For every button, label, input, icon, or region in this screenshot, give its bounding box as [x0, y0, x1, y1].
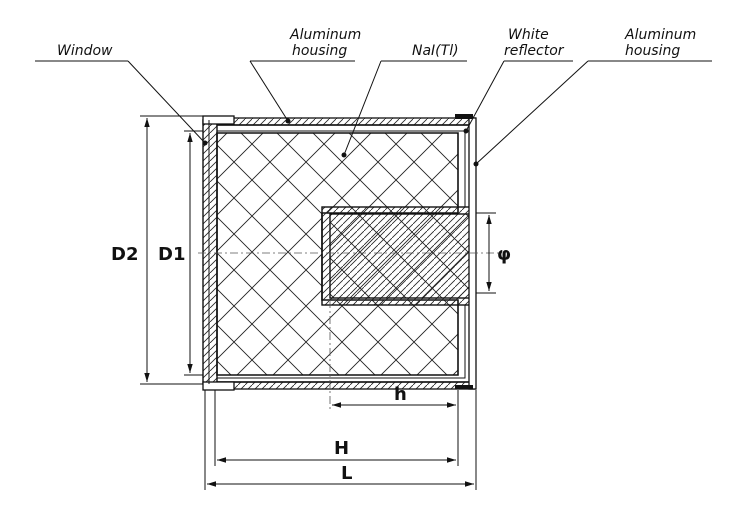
d2-label: D2: [111, 244, 138, 265]
window: [202, 115, 235, 391]
callout-aluminum-housing-right-2: housing: [625, 43, 680, 59]
callout-aluminum-housing-right-1: Aluminum: [624, 27, 696, 43]
callout-nai-tl: NaI(Tl): [412, 43, 459, 59]
callout-window: Window: [57, 43, 113, 59]
callout-aluminum-housing-left-2: housing: [292, 43, 347, 59]
d1-label: D1: [158, 244, 185, 265]
callout-white-reflector-1: White: [508, 27, 549, 43]
callout-white-reflector-2: reflector: [504, 43, 565, 59]
h-label: h: [394, 384, 407, 405]
phi-label: φ: [497, 244, 511, 265]
well-insert: [321, 206, 473, 306]
extension-lines: [140, 115, 496, 490]
callout-aluminum-housing-left-1: Aluminum: [289, 27, 361, 43]
L-label: L: [341, 463, 352, 484]
leader-lines: [35, 60, 712, 167]
H-label: H: [334, 438, 349, 459]
